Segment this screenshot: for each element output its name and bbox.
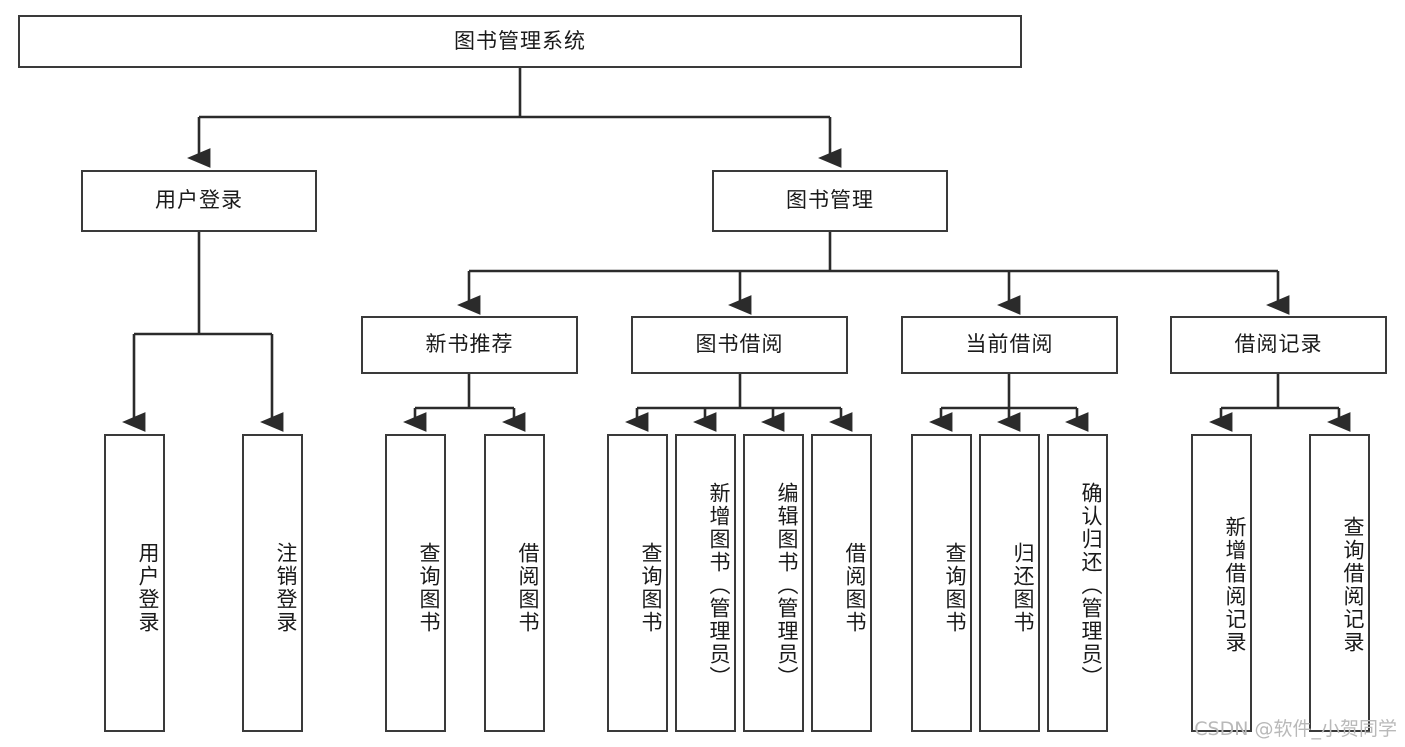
node-borrow-record[interactable]: 借阅记录 — [1170, 316, 1387, 374]
node-book-borrow[interactable]: 图书借阅 — [631, 316, 848, 374]
node-new-book-recommend[interactable]: 新书推荐 — [361, 316, 578, 374]
node-label: 当前借阅 — [965, 332, 1054, 357]
leaf-edit-book-admin[interactable]: 编辑图书（管理员） — [743, 434, 804, 732]
leaf-query-book-current[interactable]: 查询图书 — [911, 434, 972, 732]
leaf-borrow-book-recommend[interactable]: 借阅图书 — [484, 434, 545, 732]
node-label: 图书借阅 — [695, 332, 784, 357]
node-book-management[interactable]: 图书管理 — [712, 170, 948, 232]
leaf-logout-login[interactable]: 注销登录 — [242, 434, 303, 732]
node-label: 编辑图书（管理员） — [775, 481, 799, 689]
node-label: 新书推荐 — [425, 332, 514, 357]
node-user-login[interactable]: 用户登录 — [81, 170, 317, 232]
leaf-query-book-borrow[interactable]: 查询图书 — [607, 434, 668, 732]
leaf-return-book[interactable]: 归还图书 — [979, 434, 1040, 732]
node-label: 新增图书（管理员） — [707, 481, 731, 689]
node-root-book-management-system[interactable]: 图书管理系统 — [18, 15, 1022, 68]
node-label: 查询图书 — [417, 542, 441, 634]
node-label: 查询借阅记录 — [1341, 516, 1365, 654]
node-label: 借阅记录 — [1234, 332, 1323, 357]
leaf-confirm-return-admin[interactable]: 确认归还（管理员） — [1047, 434, 1108, 732]
node-label: 查询图书 — [943, 542, 967, 634]
node-label: 确认归还（管理员） — [1079, 481, 1103, 689]
leaf-query-book-recommend[interactable]: 查询图书 — [385, 434, 446, 732]
node-current-borrow[interactable]: 当前借阅 — [901, 316, 1118, 374]
node-label: 图书管理系统 — [454, 28, 586, 53]
leaf-add-book-admin[interactable]: 新增图书（管理员） — [675, 434, 736, 732]
leaf-borrow-book[interactable]: 借阅图书 — [811, 434, 872, 732]
node-label: 用户登录 — [136, 542, 160, 634]
node-label: 图书管理 — [786, 188, 874, 213]
node-label: 借阅图书 — [843, 542, 867, 634]
watermark: CSDN @软件_小贺同学 — [1194, 718, 1397, 740]
leaf-query-borrow-record[interactable]: 查询借阅记录 — [1309, 434, 1370, 732]
node-label: 查询图书 — [639, 542, 663, 634]
node-label: 借阅图书 — [516, 542, 540, 634]
leaf-user-login[interactable]: 用户登录 — [104, 434, 165, 732]
node-label: 注销登录 — [274, 542, 298, 634]
node-label: 用户登录 — [155, 188, 243, 213]
node-label: 新增借阅记录 — [1223, 516, 1247, 654]
node-label: 归还图书 — [1011, 542, 1035, 634]
leaf-add-borrow-record[interactable]: 新增借阅记录 — [1191, 434, 1252, 732]
